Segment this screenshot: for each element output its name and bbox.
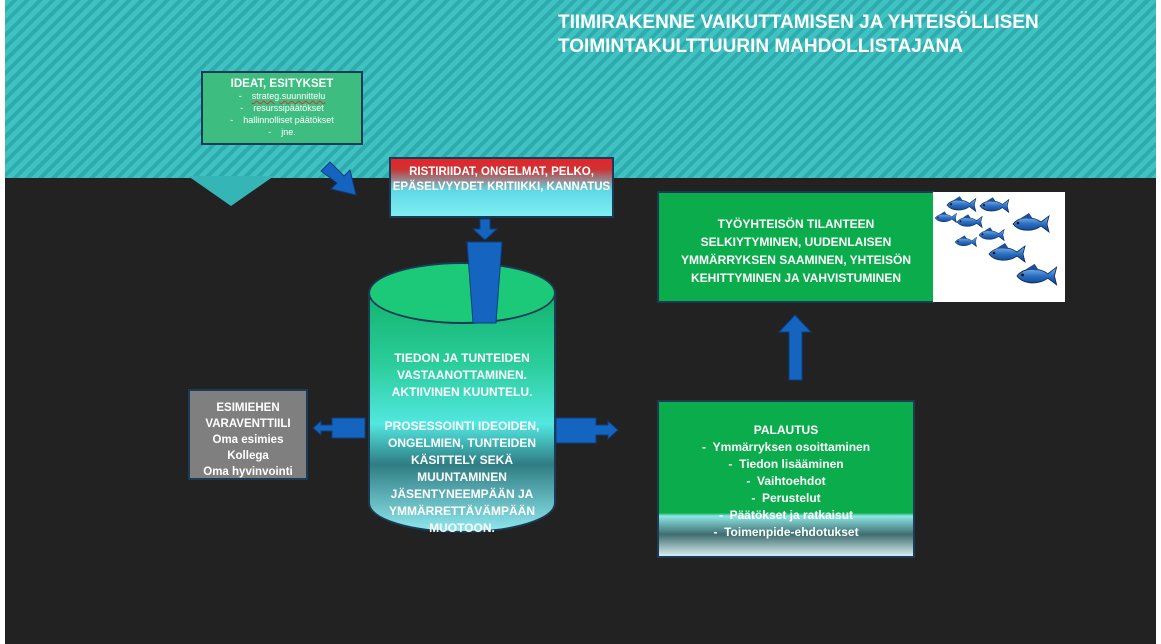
superior-line: VARAVENTTIILI [205,418,291,430]
processing-cylinder-top [368,262,556,324]
superior-line: Oma esimies [212,434,284,446]
feedback-item: - Tiedon lisääminen [728,457,844,471]
slide-title: TIIMIRAKENNE VAIKUTTAMISEN JA YHTEISÖLLI… [558,11,1058,59]
ideas-item: - resurssipäätökset [240,103,324,113]
processing-text: TIEDON JA TUNTEIDEN VASTAANOTTAMINEN. AK… [374,350,550,554]
processing-handling: PROSESSOINTI IDEOIDEN, ONGELMIEN, TUNTEI… [384,419,540,535]
arrow-to-superior [312,417,366,439]
arrow-conflicts-down [471,218,499,241]
ideas-box: IDEAT, ESITYKSET - strateg.suunnittelu -… [201,71,363,145]
banner-notch [188,176,274,206]
top-banner [5,0,1156,178]
feedback-item: - Päätökset ja ratkaisut [718,508,854,522]
arrow-feedback-up [777,314,813,381]
superior-line: ESIMIEHEN [216,402,280,414]
processing-receiving: TIEDON JA TUNTEIDEN VASTAANOTTAMINEN. AK… [391,351,533,399]
processing-cylinder [368,293,556,533]
title-line-2: TOIMINTAKULTTUURIN MAHDOLLISTAJANA [558,36,963,57]
arrow-to-feedback [555,417,619,444]
feedback-box: PALAUTUS - Ymmärryksen osoittaminen - Ti… [657,400,915,558]
feedback-item: - Perustelut [751,491,821,505]
ideas-item: - hallinnolliset päätökset [230,115,334,125]
title-line-1: TIIMIRAKENNE VAIKUTTAMISEN JA YHTEISÖLLI… [558,12,1039,33]
funnel-into-cylinder [466,241,503,324]
feedback-item: - Ymmärryksen osoittaminen [701,440,871,454]
superior-valve-box: ESIMIEHEN VARAVENTTIILI Oma esimies Koll… [188,389,308,480]
feedback-heading: PALAUTUS [753,423,819,437]
superior-line: Kollega [227,450,269,462]
feedback-item: - Toimenpide-ehdotukset [713,525,859,539]
ideas-item: - strateg.suunnittelu [238,91,326,101]
conflicts-box: RISTIRIIDAT, ONGELMAT, PELKO, EPÄSELVYYD… [389,157,614,218]
fish-school-image [933,192,1065,302]
community-box: TYÖYHTEISÖN TILANTEEN SELKIYTYMINEN, UUD… [657,191,935,303]
ideas-item: - jne. [268,127,296,137]
feedback-item: - Vaihtoehdot [746,474,826,488]
arrow-ideas-to-conflicts [320,161,357,196]
ideas-heading: IDEAT, ESITYKSET [230,78,334,90]
superior-line: Oma hyvinvointi [203,466,293,478]
